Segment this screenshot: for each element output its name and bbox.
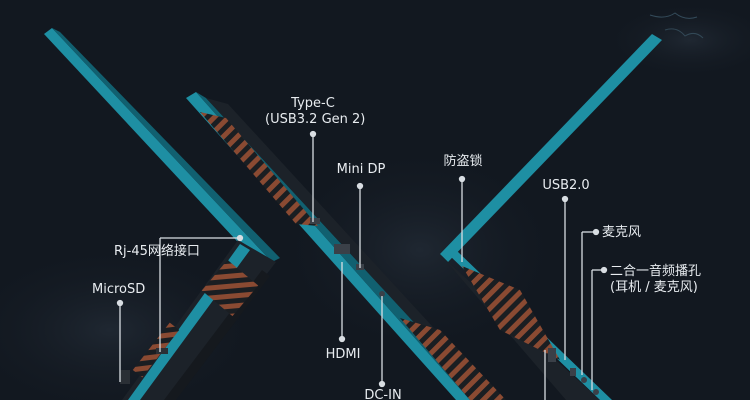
label-mic: 麦克风 bbox=[602, 225, 642, 240]
label-dc-in: DC-IN bbox=[364, 388, 402, 400]
label-rj45: Rj-45网络接口 bbox=[114, 244, 200, 259]
center-laptop bbox=[186, 92, 506, 400]
type-c-title: Type-C bbox=[291, 96, 335, 111]
type-c-subtitle: (USB3.2 Gen 2) bbox=[265, 112, 366, 127]
leader-lines bbox=[116, 130, 608, 400]
audio-subtitle: (耳机 / 麦克风) bbox=[610, 280, 698, 295]
label-lock: 防盗锁 bbox=[443, 154, 483, 169]
label-microsd: MicroSD bbox=[92, 282, 146, 297]
label-mini-dp: Mini DP bbox=[336, 162, 386, 177]
audio-title: 二合一音频播孔 bbox=[610, 264, 702, 279]
left-laptop bbox=[44, 28, 280, 400]
label-type-c: Type-C (USB3.2 Gen 2) bbox=[265, 96, 366, 128]
label-usb2: USB2.0 bbox=[542, 178, 590, 193]
right-laptop bbox=[440, 34, 662, 400]
label-hdmi: HDMI bbox=[325, 347, 361, 362]
label-audio: 二合一音频播孔 (耳机 / 麦克风) bbox=[610, 264, 701, 296]
